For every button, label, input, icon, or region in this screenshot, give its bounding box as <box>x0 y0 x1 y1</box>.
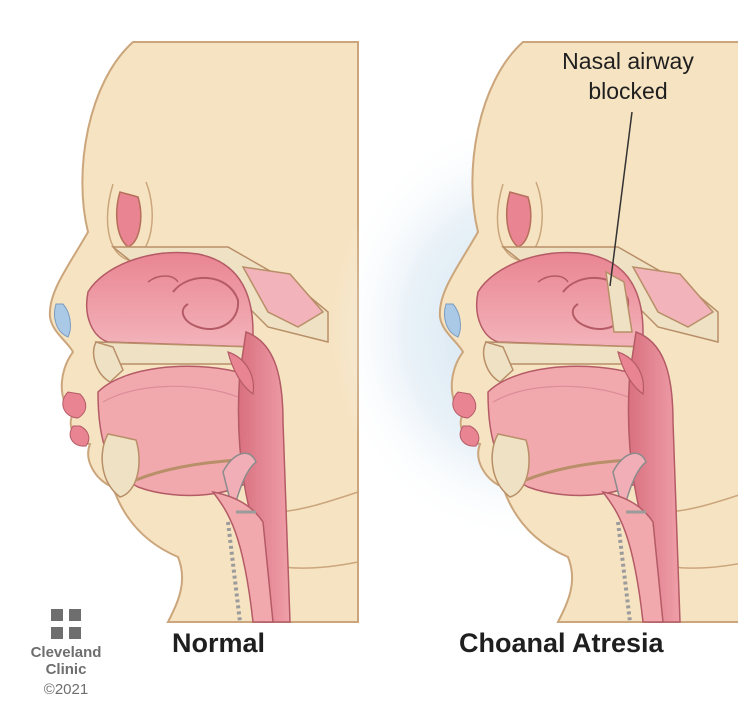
caption-normal: Normal <box>172 628 265 659</box>
caption-choanal-atresia: Choanal Atresia <box>459 628 664 659</box>
logo-copyright: ©2021 <box>14 680 118 699</box>
callout-line-1: Nasal airway <box>548 46 708 76</box>
callout-label: Nasal airway blocked <box>548 46 708 106</box>
logo-line-2: Clinic <box>14 661 118 678</box>
cleveland-clinic-logo: Cleveland Clinic ©2021 <box>14 608 118 699</box>
normal-anatomy-illustration <box>50 42 358 622</box>
logo-line-1: Cleveland <box>14 644 118 661</box>
callout-line-2: blocked <box>548 76 708 106</box>
